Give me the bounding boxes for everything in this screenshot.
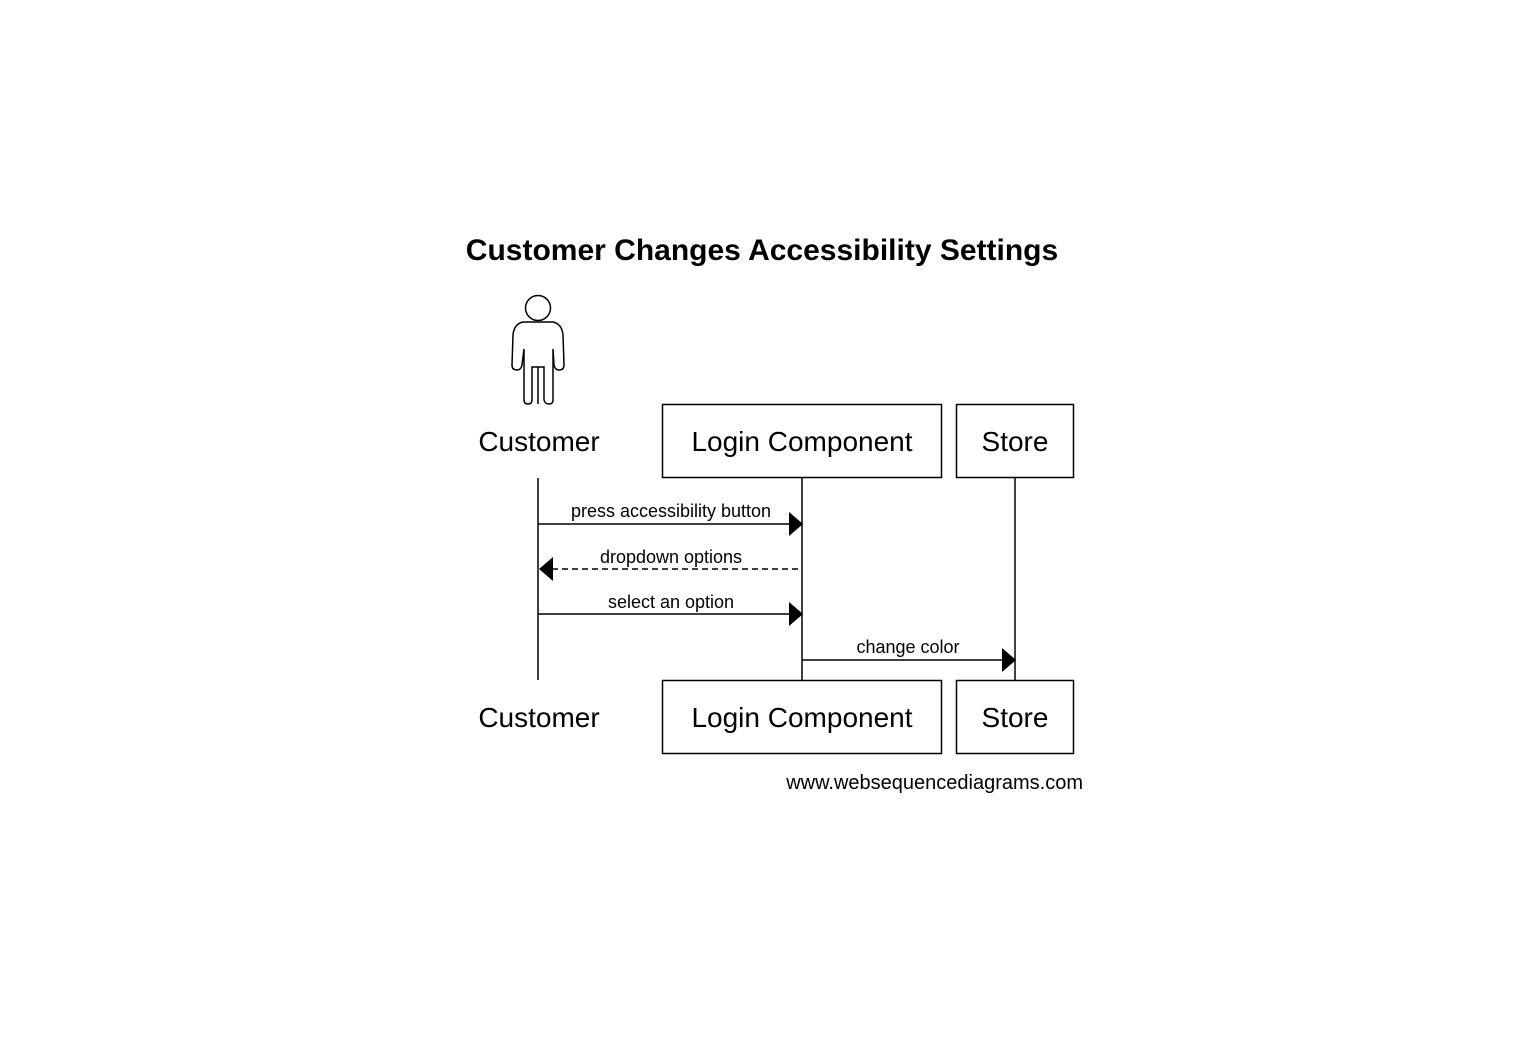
participant-login-top-box (661, 403, 943, 479)
participant-login-bottom: Login Component (691, 702, 912, 733)
watermark-link[interactable]: www.websequencediagrams.com (785, 772, 1083, 794)
message-3-label: select an option (608, 592, 734, 612)
message-1-label: press accessibility button (571, 501, 771, 521)
diagram-title: Customer Changes Accessibility Settings (466, 234, 1058, 267)
participant-login-bottom-box (661, 679, 943, 755)
participant-customer-bottom: Customer (478, 702, 599, 733)
participant-store-bottom: Store (982, 702, 1049, 733)
message-3: select an option (538, 592, 803, 626)
participant-store-top: Store (982, 426, 1049, 457)
participant-store-top-box (955, 403, 1075, 479)
actor-icon (511, 294, 565, 405)
arrowhead-icon (1002, 648, 1016, 672)
participant-store-bottom-box (955, 679, 1075, 755)
participant-login-top: Login Component (691, 426, 912, 457)
arrowhead-icon (789, 512, 803, 536)
arrowhead-icon (539, 557, 553, 581)
message-4-label: change color (856, 637, 959, 657)
message-1: press accessibility button (538, 501, 803, 536)
participant-customer-top: Customer (478, 426, 599, 457)
message-2-label: dropdown options (600, 547, 742, 567)
arrowhead-icon (789, 602, 803, 626)
message-4: change color (802, 637, 1016, 672)
message-2: dropdown options (539, 547, 802, 581)
